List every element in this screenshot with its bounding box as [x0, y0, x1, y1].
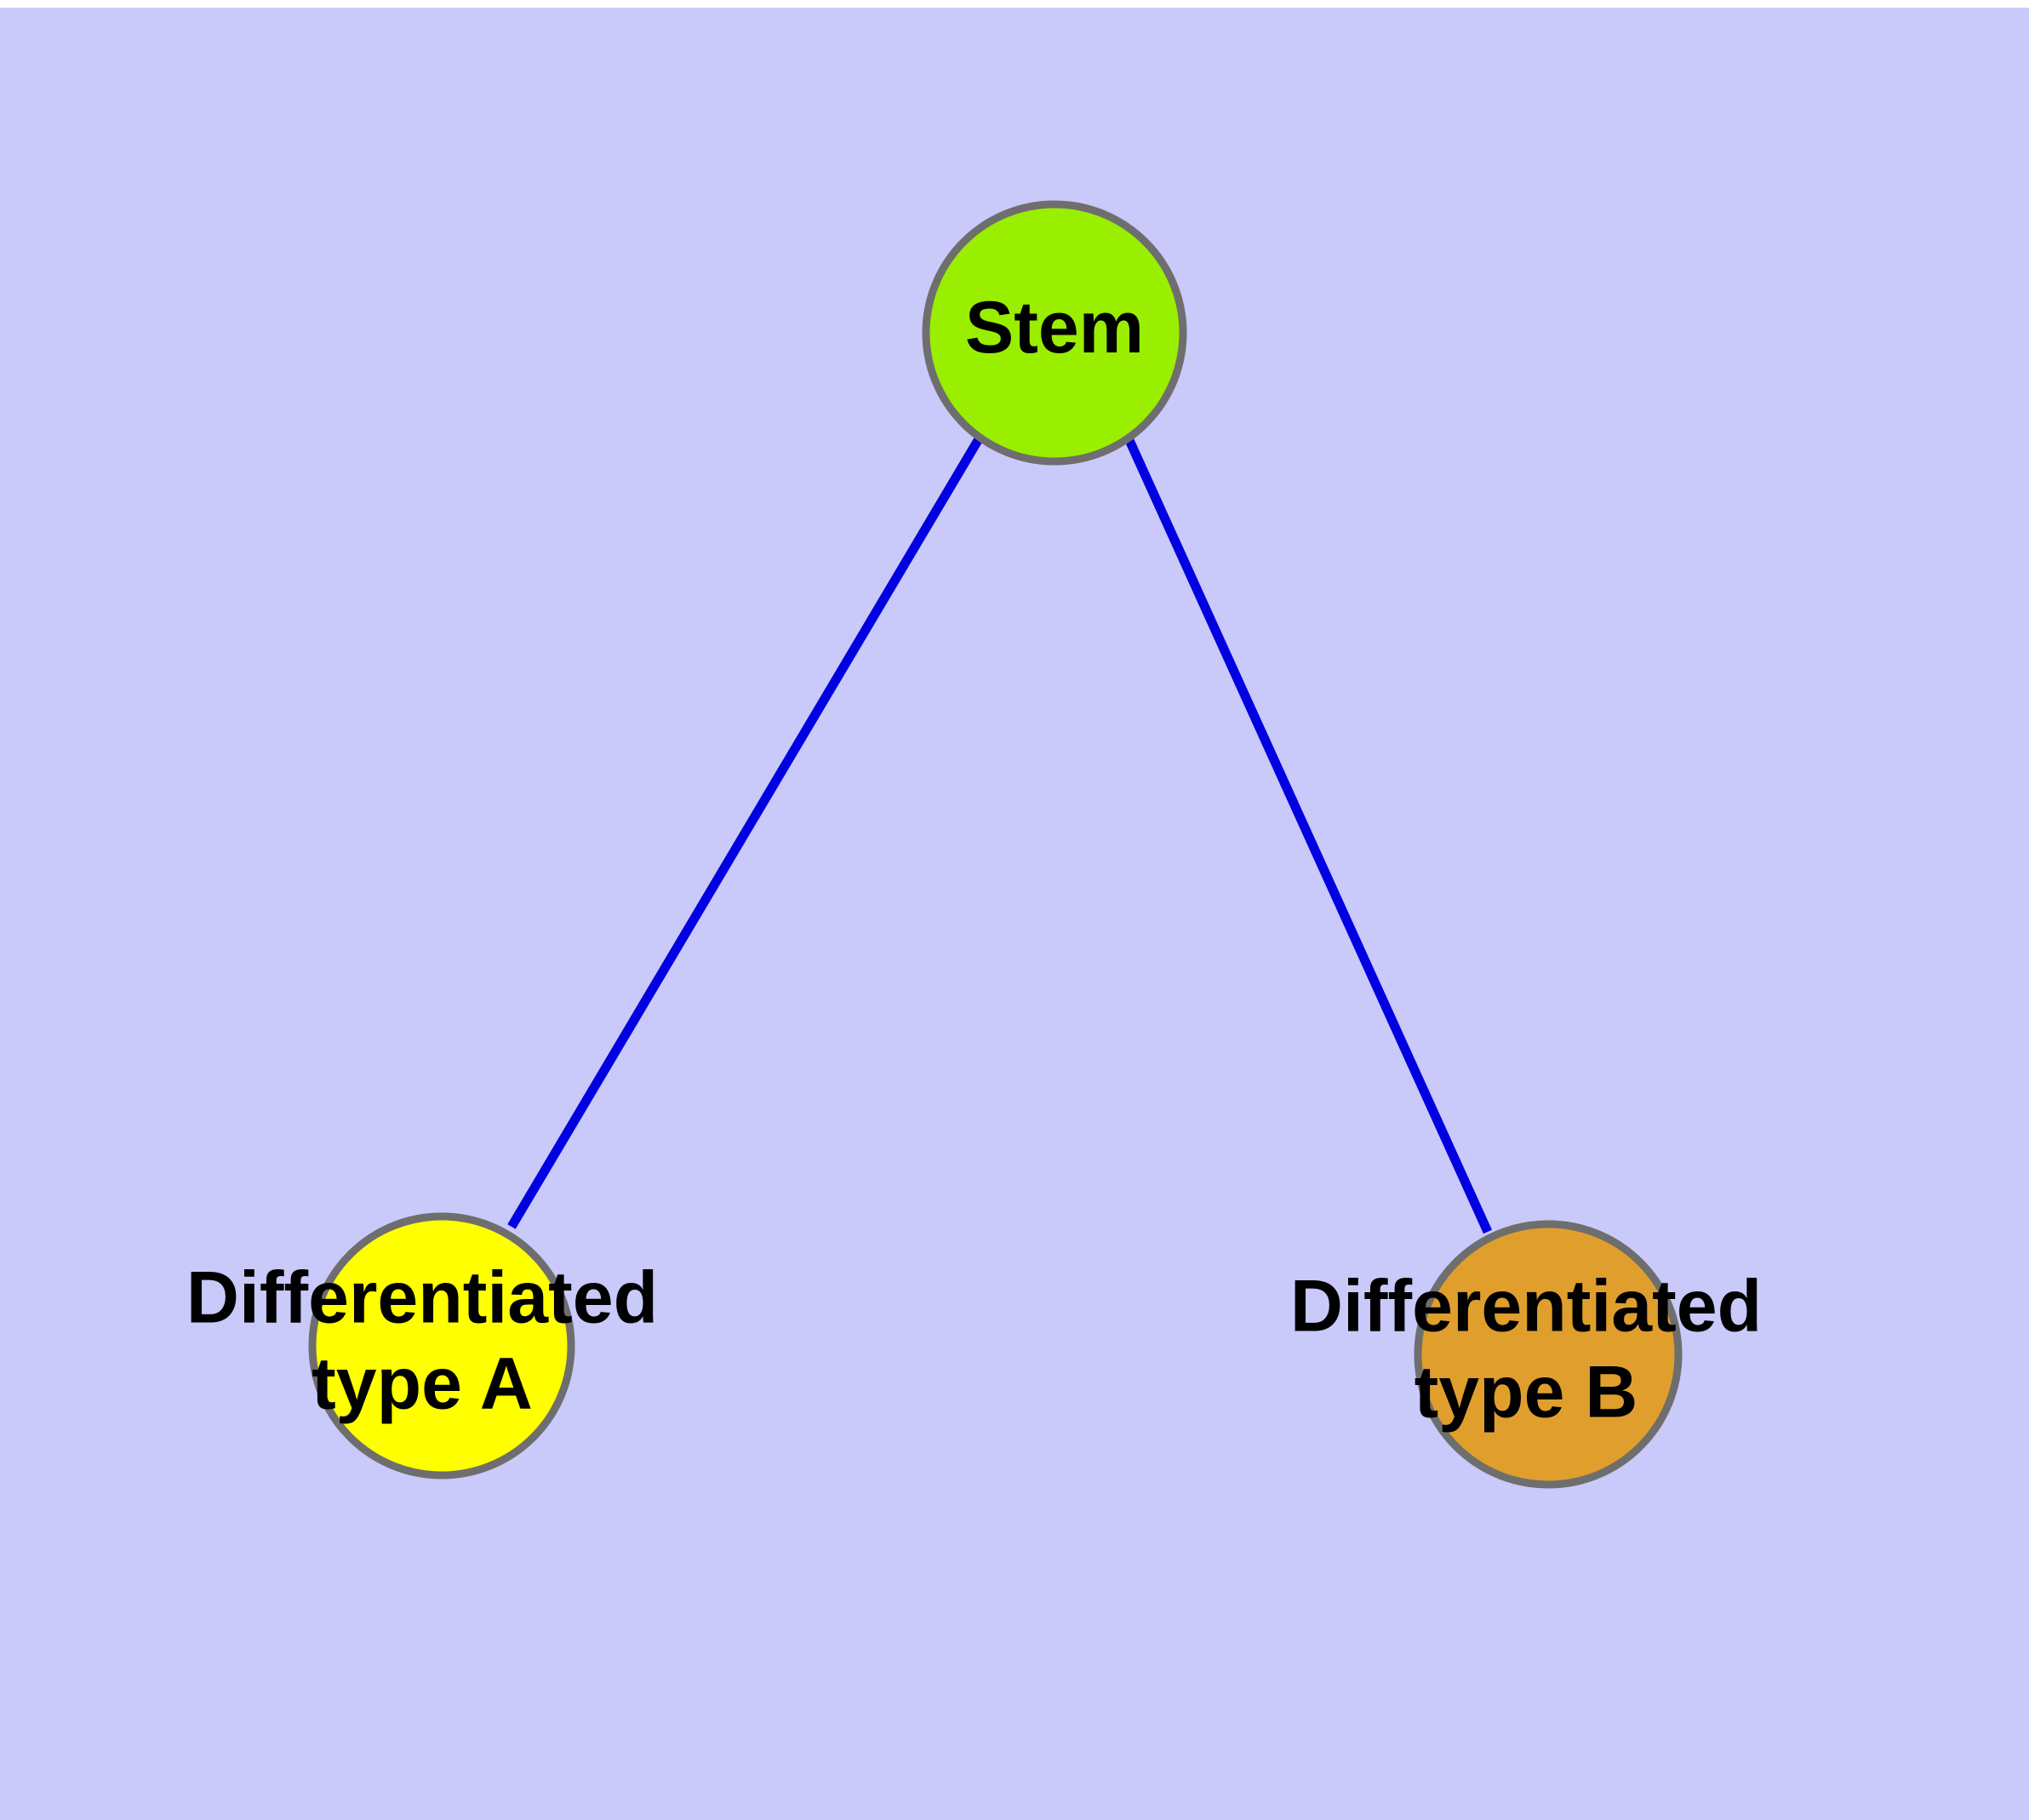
- edge-layer: [507, 435, 1493, 1234]
- node-label-stem: Stem: [965, 287, 1144, 369]
- edge-stem-to-differentiated-type-a[interactable]: [507, 435, 984, 1229]
- edge-stem-to-differentiated-type-b[interactable]: [1123, 436, 1493, 1234]
- node-label-line: Stem: [965, 287, 1144, 369]
- node-layer: [308, 200, 1683, 1489]
- node-label-line: type B: [1415, 1351, 1638, 1433]
- node-label-line: type A: [311, 1342, 533, 1424]
- node-circle-stem[interactable]: [922, 200, 1187, 466]
- node-label-line: Differentiated: [1290, 1265, 1762, 1347]
- node-circle-differentiated-type-b[interactable]: [1414, 1220, 1683, 1489]
- node-label-line: Differentiated: [186, 1256, 658, 1338]
- node-circle-differentiated-type-a[interactable]: [308, 1212, 575, 1479]
